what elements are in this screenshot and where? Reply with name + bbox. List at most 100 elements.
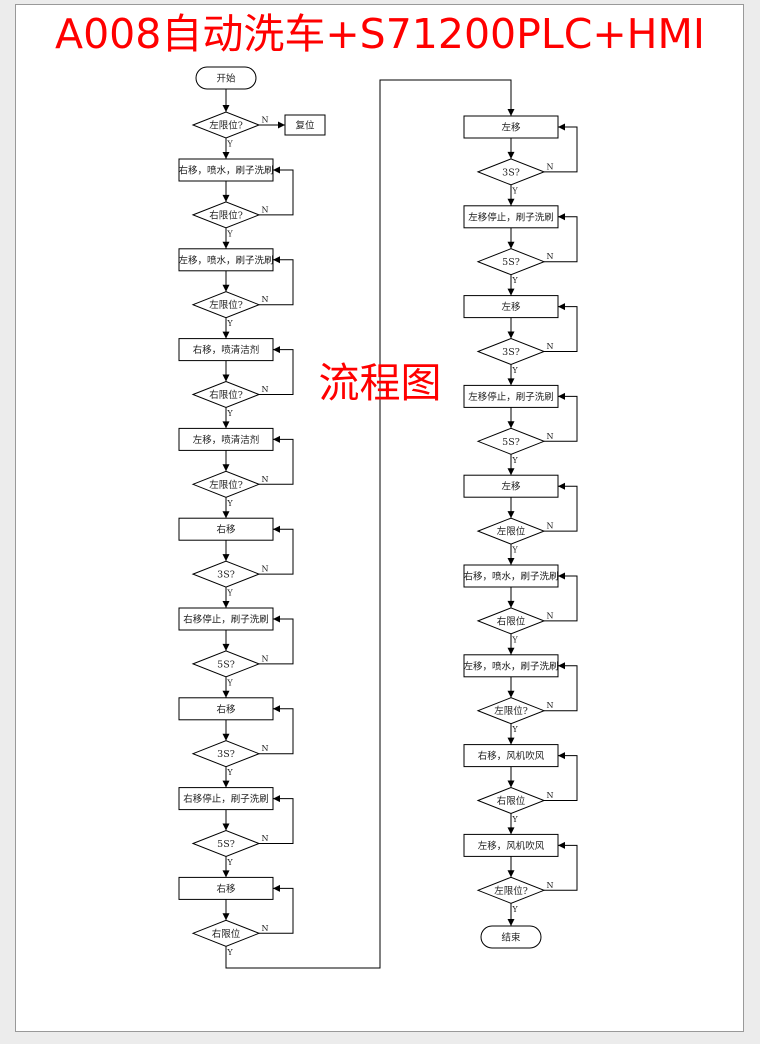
- arrow-head-icon: [273, 256, 280, 264]
- no-label: N: [262, 116, 269, 125]
- process-label: 右移，喷水，刷子洗刷: [463, 571, 558, 583]
- arrow-head-icon: [273, 615, 280, 623]
- connector-line: [259, 798, 294, 844]
- arrow-head-icon: [222, 554, 230, 562]
- connector-line: [544, 755, 578, 801]
- arrow-head-icon: [278, 121, 285, 129]
- arrow-head-icon: [507, 468, 515, 476]
- connector-line: [225, 79, 512, 969]
- decision-label: 5S?: [502, 257, 520, 268]
- arrow-head-icon: [507, 151, 515, 159]
- arrow-head-icon: [558, 303, 565, 311]
- arrow-head-icon: [558, 572, 565, 580]
- yes-label: Y: [511, 815, 518, 824]
- arrow-head-icon: [222, 690, 230, 698]
- process-label: 右移，喷清洁剂: [193, 344, 260, 356]
- yes-label: Y: [511, 366, 518, 375]
- yes-label: Y: [511, 186, 518, 195]
- decision-label: 左限位?: [494, 885, 528, 897]
- process-label: 右移停止，刷子洗刷: [183, 793, 269, 805]
- arrow-head-icon: [222, 601, 230, 608]
- decision-label: 5S?: [502, 437, 520, 448]
- process-label: 右移: [216, 524, 236, 536]
- watermark-title: A008自动洗车+S71200PLC+HMI: [55, 10, 705, 58]
- decision-label: 左限位: [497, 526, 526, 538]
- arrow-head-icon: [222, 511, 230, 519]
- connector-line: [259, 887, 294, 934]
- no-label: N: [547, 881, 554, 890]
- process-label: 右移: [216, 703, 236, 715]
- arrow-head-icon: [558, 482, 565, 490]
- yes-label: Y: [226, 858, 233, 867]
- arrow-head-icon: [273, 795, 280, 803]
- yes-label: Y: [226, 589, 233, 598]
- arrow-head-icon: [273, 884, 280, 892]
- watermark-subtitle: 流程图: [318, 359, 442, 407]
- connector-line: [259, 618, 294, 665]
- arrow-head-icon: [222, 464, 230, 472]
- decision-label: 3S?: [217, 749, 235, 760]
- process-label: 右移: [216, 883, 236, 895]
- arrow-head-icon: [507, 558, 515, 565]
- yes-label: Y: [226, 948, 233, 957]
- connector-line: [544, 216, 578, 263]
- yes-label: Y: [226, 768, 233, 777]
- yes-label: Y: [226, 409, 233, 418]
- process-label: 左移，风机吹风: [478, 840, 545, 852]
- process-label: 左移: [501, 122, 521, 134]
- no-label: N: [547, 252, 554, 261]
- connector-line: [544, 126, 578, 173]
- arrow-head-icon: [507, 331, 515, 339]
- process-label: 左移: [501, 481, 521, 493]
- arrow-head-icon: [507, 827, 515, 835]
- yes-label: Y: [511, 276, 518, 285]
- decision-label: 左限位?: [209, 299, 243, 311]
- decision-label: 右限位: [497, 795, 526, 807]
- connector-line: [259, 259, 294, 306]
- decision-label: 右限位?: [209, 389, 243, 401]
- arrow-head-icon: [222, 870, 230, 878]
- arrow-head-icon: [558, 213, 565, 221]
- no-label: N: [262, 565, 269, 574]
- decision-label: 左限位?: [494, 705, 528, 717]
- yes-label: Y: [226, 319, 233, 328]
- arrow-head-icon: [507, 690, 515, 698]
- arrow-head-icon: [222, 780, 230, 788]
- no-label: N: [547, 162, 554, 171]
- connector-line: [259, 438, 294, 485]
- arrow-head-icon: [222, 643, 230, 651]
- decision-label: 5S?: [217, 659, 235, 670]
- arrow-head-icon: [507, 600, 515, 608]
- arrow-head-icon: [222, 105, 230, 112]
- arrow-head-icon: [507, 647, 515, 655]
- yes-label: Y: [226, 499, 233, 508]
- decision-label: 右限位?: [209, 209, 243, 221]
- arrow-head-icon: [222, 194, 230, 202]
- decision-label: 3S?: [217, 570, 235, 581]
- no-label: N: [262, 475, 269, 484]
- no-label: N: [262, 385, 269, 394]
- connector-line: [544, 844, 578, 891]
- no-label: N: [262, 205, 269, 214]
- connector-line: [544, 485, 578, 532]
- yes-label: Y: [511, 905, 518, 914]
- connector-line: [544, 395, 578, 442]
- process-label: 右移，风机吹风: [478, 750, 545, 762]
- process-label: 左移，喷清洁剂: [193, 434, 260, 446]
- no-label: N: [262, 744, 269, 753]
- arrow-head-icon: [222, 374, 230, 382]
- terminal-label: 开始: [216, 73, 236, 85]
- arrow-head-icon: [507, 780, 515, 788]
- process-label: 左移，喷水，刷子洗刷: [178, 254, 273, 266]
- arrow-head-icon: [507, 511, 515, 519]
- arrow-head-icon: [222, 421, 230, 429]
- yes-label: Y: [226, 140, 233, 149]
- arrow-head-icon: [507, 241, 515, 249]
- no-label: N: [547, 522, 554, 531]
- decision-label: 3S?: [502, 347, 520, 358]
- yes-label: Y: [511, 456, 518, 465]
- reset-box: [284, 114, 326, 136]
- arrow-head-icon: [273, 166, 280, 174]
- decision-label: 5S?: [217, 839, 235, 850]
- no-label: N: [262, 654, 269, 663]
